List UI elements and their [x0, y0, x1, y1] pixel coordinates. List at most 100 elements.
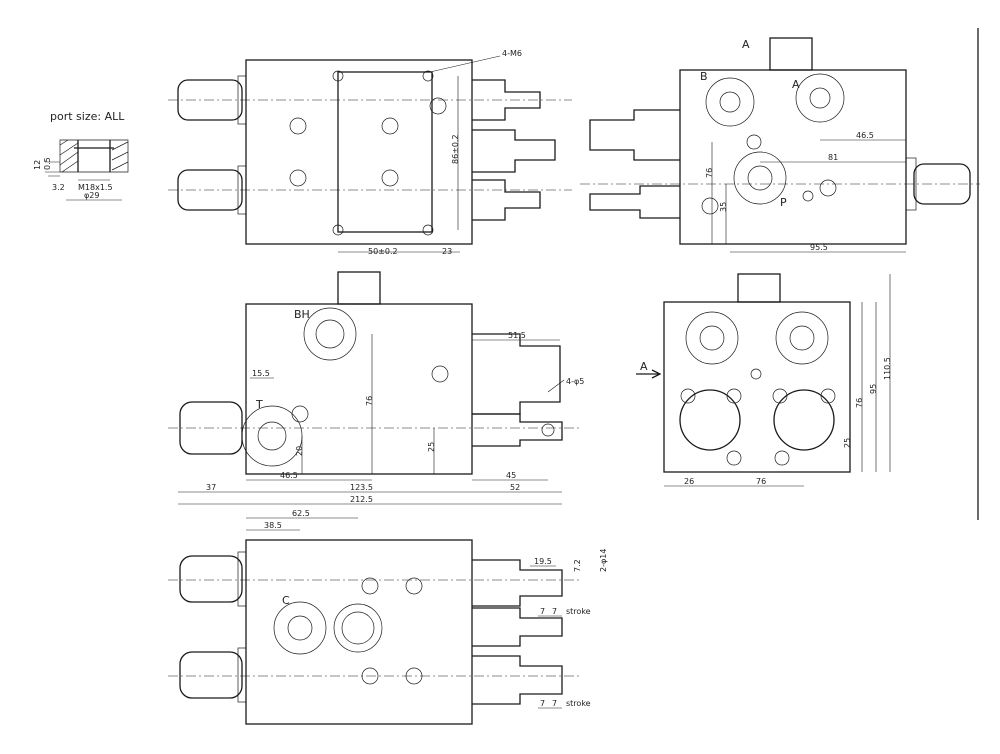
port-face-dim-25: 25	[843, 438, 852, 448]
bottom-hole-2	[405, 577, 423, 595]
bottom-dim-7a: 7	[540, 607, 545, 616]
port-BH-outer	[303, 307, 357, 361]
port-P-inner	[747, 165, 773, 191]
bottom-dim-385: 38.5	[264, 521, 282, 530]
port-face-plug-1	[685, 311, 739, 365]
port-face-small-hole	[750, 368, 762, 380]
bottom-dim-7b: 7	[552, 607, 557, 616]
front-dim-2125: 212.5	[350, 495, 373, 504]
front-dim-1235: 123.5	[350, 483, 373, 492]
port-face-plug-2	[775, 311, 829, 365]
side-view-body	[679, 69, 907, 245]
top-dim-50: 50±0.2	[368, 247, 398, 256]
top-holes-leader	[429, 55, 501, 73]
bottom-view: C 62.5 38.5 19.5 7.2 2-φ14 7 7 stroke 7 …	[168, 509, 608, 725]
port-face-plug-1-inner	[699, 325, 725, 351]
bottom-cartridge-lower	[472, 655, 563, 705]
port-face-body	[663, 301, 851, 473]
side-dim-81: 81	[828, 153, 838, 162]
port-A-label: A	[792, 78, 800, 91]
front-view-body	[245, 303, 473, 475]
top-view-body	[245, 59, 473, 245]
bottom-view-body	[245, 539, 473, 725]
bottom-dim-7d: 7	[552, 699, 557, 708]
port-C-label: C	[282, 594, 290, 607]
top-port-hole-3	[289, 169, 307, 187]
side-small-hole-2	[819, 179, 837, 197]
bottom-hole-1	[361, 577, 379, 595]
port-face-dim-76: 76	[756, 477, 766, 486]
port-BH-label: BH	[294, 308, 310, 321]
port-face-bolt-1	[680, 388, 696, 404]
top-dim-86: 86±0.2	[451, 134, 460, 164]
port-face-flange-2	[773, 389, 835, 451]
port-detail-bore	[74, 140, 114, 172]
front-dim-76: 76	[365, 396, 374, 406]
top-cartridge-middle	[472, 129, 556, 173]
bottom-solenoid-lower	[179, 651, 243, 699]
side-label-A-top: A	[742, 38, 750, 51]
detail-thread: M18x1.5	[78, 183, 113, 192]
front-top-plug	[337, 271, 381, 305]
port-A-inner	[809, 87, 831, 109]
top-port-hole-5	[429, 97, 447, 115]
bottom-plug-outer	[333, 603, 383, 653]
port-C-inner	[287, 615, 313, 641]
port-detail-body	[59, 139, 129, 173]
port-face-bolt-6	[774, 450, 790, 466]
detail-dim-12: 12	[33, 160, 42, 170]
side-cartridge-lower	[589, 185, 680, 219]
bottom-stroke-label-2: stroke	[566, 699, 591, 708]
port-C-outer	[273, 601, 327, 655]
port-face-dim-1105: 110.5	[883, 357, 892, 380]
port-face-view: A 26 76 76 25 95 110.5	[636, 273, 892, 487]
bottom-dim-625: 62.5	[292, 509, 310, 518]
front-dim-20: 20	[295, 446, 304, 456]
side-dim-955: 95.5	[810, 243, 828, 252]
front-small-hole-2	[431, 365, 449, 383]
port-face-bolt-5	[820, 388, 836, 404]
bottom-cartridge-upper	[472, 559, 563, 607]
bottom-solenoid-lower-nut	[237, 647, 247, 703]
port-P-label: P	[780, 196, 787, 209]
bottom-solenoid-upper	[179, 555, 243, 603]
top-mount-hole-1	[332, 70, 344, 82]
top-port-hole-1	[289, 117, 307, 135]
port-face-dim-26: 26	[684, 477, 694, 486]
top-mount-hole-4	[422, 224, 434, 236]
bottom-cartridge-middle	[472, 607, 563, 647]
bottom-dim-7c: 7	[540, 699, 545, 708]
front-dim-25: 25	[427, 442, 436, 452]
side-small-hole-4	[701, 197, 719, 215]
front-dim-155: 15.5	[252, 369, 270, 378]
top-port-hole-4	[381, 169, 399, 187]
port-B-outer	[705, 77, 755, 127]
port-A-outer	[795, 73, 845, 123]
port-B-inner	[719, 91, 741, 113]
side-small-hole-1	[746, 134, 762, 150]
port-face-bolt-4	[772, 388, 788, 404]
port-BH-inner	[315, 319, 345, 349]
top-holes-dim: 4-M6	[502, 49, 522, 58]
port-size-note: port size: ALL	[50, 110, 125, 123]
port-face-dim-95: 95	[869, 384, 878, 394]
side-dim-76: 76	[705, 168, 714, 178]
port-B-label: B	[700, 70, 708, 83]
port-T-label: T	[255, 398, 263, 411]
port-P-outer	[733, 151, 787, 205]
front-view: BH T 51.5 15.5 76 20 25 4-φ5 46.5 45 37 …	[168, 271, 584, 505]
bottom-solenoid-upper-nut	[237, 551, 247, 607]
front-dim-465: 46.5	[280, 471, 298, 480]
port-face-arrow	[636, 369, 662, 379]
side-view-top-plug	[769, 37, 813, 71]
port-face-flange-1	[679, 389, 741, 451]
port-detail-hatch	[59, 139, 129, 173]
front-dim-515: 51.5	[508, 331, 526, 340]
top-cartridge-upper	[472, 79, 541, 121]
front-small-hole-1	[291, 405, 309, 423]
detail-dia: φ29	[84, 191, 99, 200]
top-mount-hole-2	[422, 70, 434, 82]
front-cartridge-upper	[472, 333, 561, 415]
port-face-top-plug	[737, 273, 781, 303]
front-dim-45: 45	[506, 471, 516, 480]
